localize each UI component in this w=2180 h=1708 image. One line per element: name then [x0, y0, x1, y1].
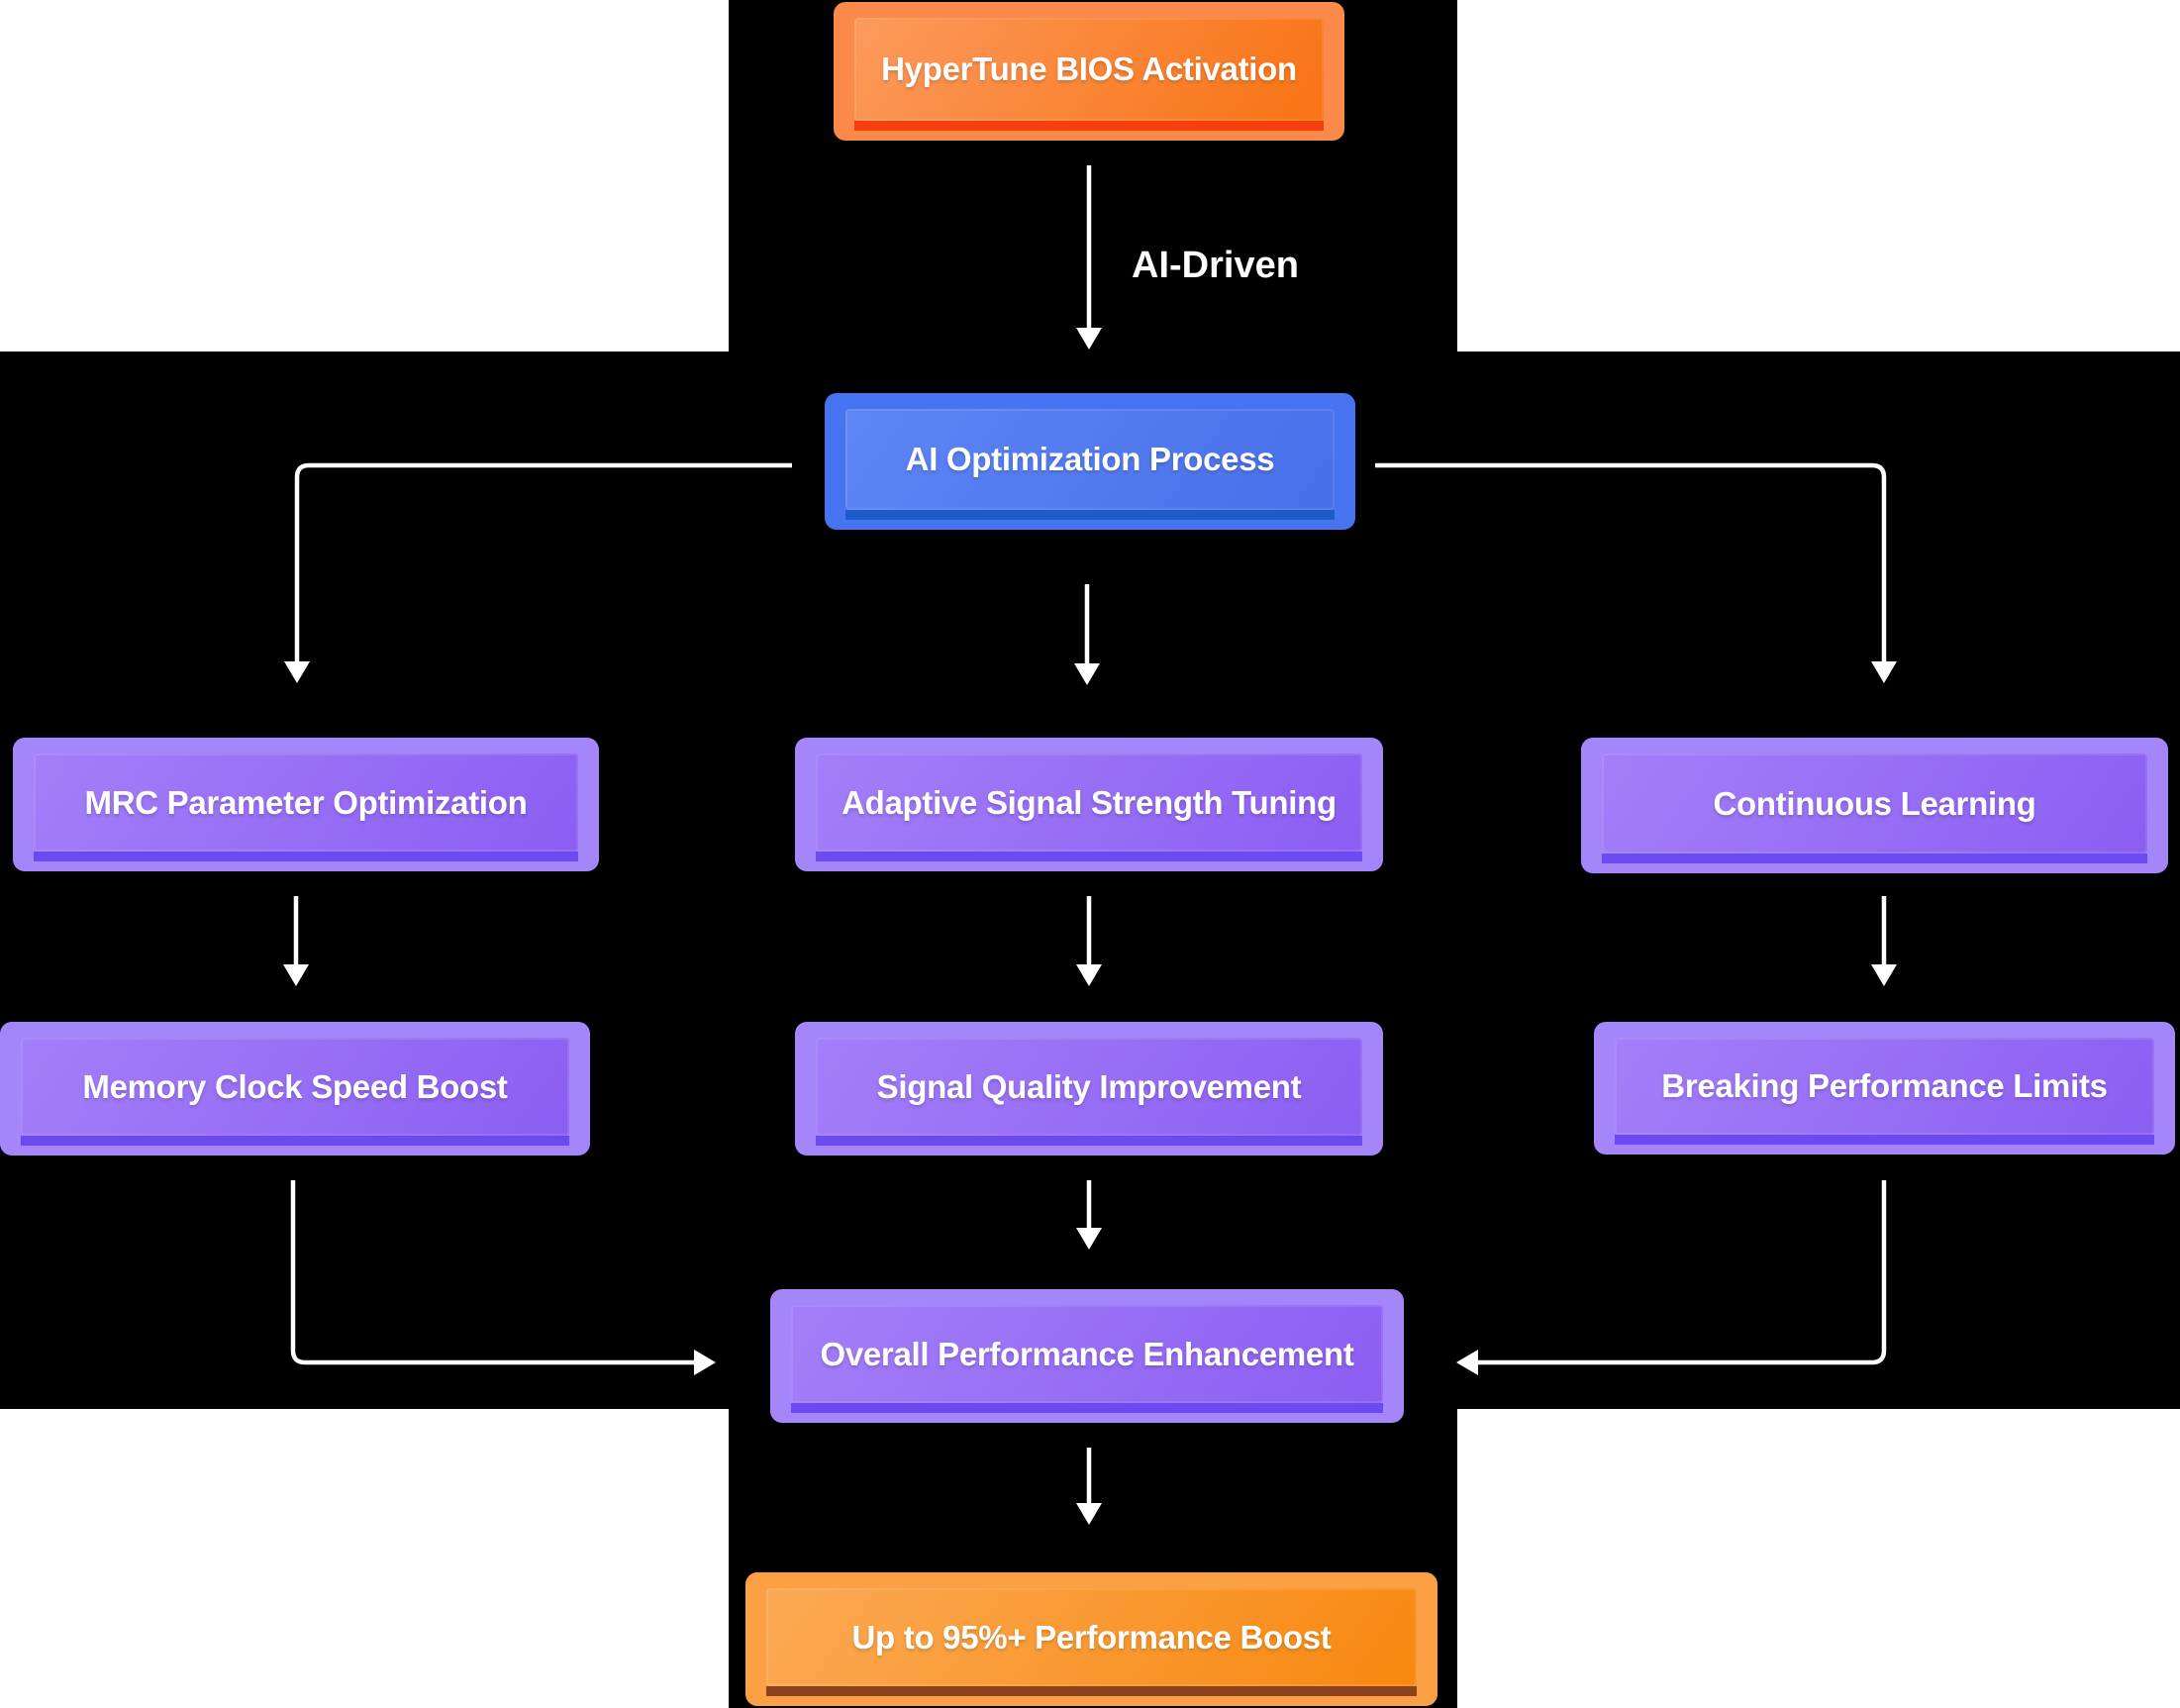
node-face: Continuous Learning: [1602, 754, 2147, 854]
node-ai-optimization-process: AI Optimization Process: [825, 393, 1355, 530]
node-face: Overall Performance Enhancement: [791, 1305, 1383, 1403]
node-face: Up to 95%+ Performance Boost: [766, 1588, 1417, 1686]
node-face: MRC Parameter Optimization: [34, 754, 578, 852]
node-face: Signal Quality Improvement: [816, 1038, 1362, 1136]
edge-aiopt-continuous: [1375, 462, 1897, 683]
node-accent-strip: [1615, 1135, 2154, 1145]
edge-aiopt-mrc: [284, 462, 792, 683]
node-memory-clock-speed-boost: Memory Clock Speed Boost: [0, 1022, 590, 1155]
node-face: Memory Clock Speed Boost: [21, 1038, 569, 1136]
node-breaking-performance-limits: Breaking Performance Limits: [1594, 1022, 2175, 1155]
node-hypertune-bios-activation: HyperTune BIOS Activation: [834, 2, 1344, 141]
node-accent-strip: [854, 121, 1324, 131]
node-overall-performance-enhancement: Overall Performance Enhancement: [770, 1289, 1404, 1423]
node-label: Signal Quality Improvement: [876, 1067, 1302, 1105]
node-accent-strip: [21, 1136, 569, 1146]
edge-overall-boost: [1076, 1448, 1102, 1525]
node-label: MRC Parameter Optimization: [84, 783, 528, 821]
node-accent-strip: [791, 1403, 1383, 1413]
node-continuous-learning: Continuous Learning: [1581, 738, 2168, 873]
edge-aiopt-adaptive: [1074, 584, 1100, 685]
node-accent-strip: [34, 852, 578, 861]
node-face: Adaptive Signal Strength Tuning: [816, 754, 1362, 852]
node-face: AI Optimization Process: [845, 409, 1335, 510]
node-mrc-parameter-optimization: MRC Parameter Optimization: [13, 738, 599, 871]
edge-continuous-breaking: [1871, 896, 1897, 986]
node-label: Up to 95%+ Performance Boost: [851, 1618, 1332, 1656]
node-label: Continuous Learning: [1713, 784, 2036, 822]
node-label: Adaptive Signal Strength Tuning: [842, 783, 1337, 821]
node-accent-strip: [845, 510, 1335, 520]
edge-memory-overall: [290, 1180, 716, 1375]
edge-breaking-overall: [1456, 1180, 1887, 1375]
node-performance-boost-result: Up to 95%+ Performance Boost: [745, 1572, 1437, 1706]
node-accent-strip: [766, 1686, 1417, 1696]
node-accent-strip: [816, 852, 1362, 861]
edge-adaptive-signal: [1076, 896, 1102, 986]
node-label: Breaking Performance Limits: [1661, 1067, 2108, 1104]
edge-hypertune-aiopt: [1076, 165, 1102, 350]
node-signal-quality-improvement: Signal Quality Improvement: [795, 1022, 1383, 1155]
node-accent-strip: [816, 1136, 1362, 1146]
edge-signal-overall: [1076, 1180, 1102, 1250]
node-accent-strip: [1602, 854, 2147, 863]
node-label: AI Optimization Process: [905, 441, 1275, 477]
node-label: HyperTune BIOS Activation: [881, 50, 1297, 87]
edge-label-ai-driven: AI-Driven: [1132, 245, 1299, 286]
node-label: Memory Clock Speed Boost: [82, 1067, 508, 1105]
node-label: Overall Performance Enhancement: [820, 1335, 1354, 1372]
node-face: Breaking Performance Limits: [1615, 1038, 2154, 1135]
node-face: HyperTune BIOS Activation: [854, 18, 1324, 121]
node-adaptive-signal-strength-tuning: Adaptive Signal Strength Tuning: [795, 738, 1383, 871]
edge-mrc-memory: [283, 896, 309, 986]
